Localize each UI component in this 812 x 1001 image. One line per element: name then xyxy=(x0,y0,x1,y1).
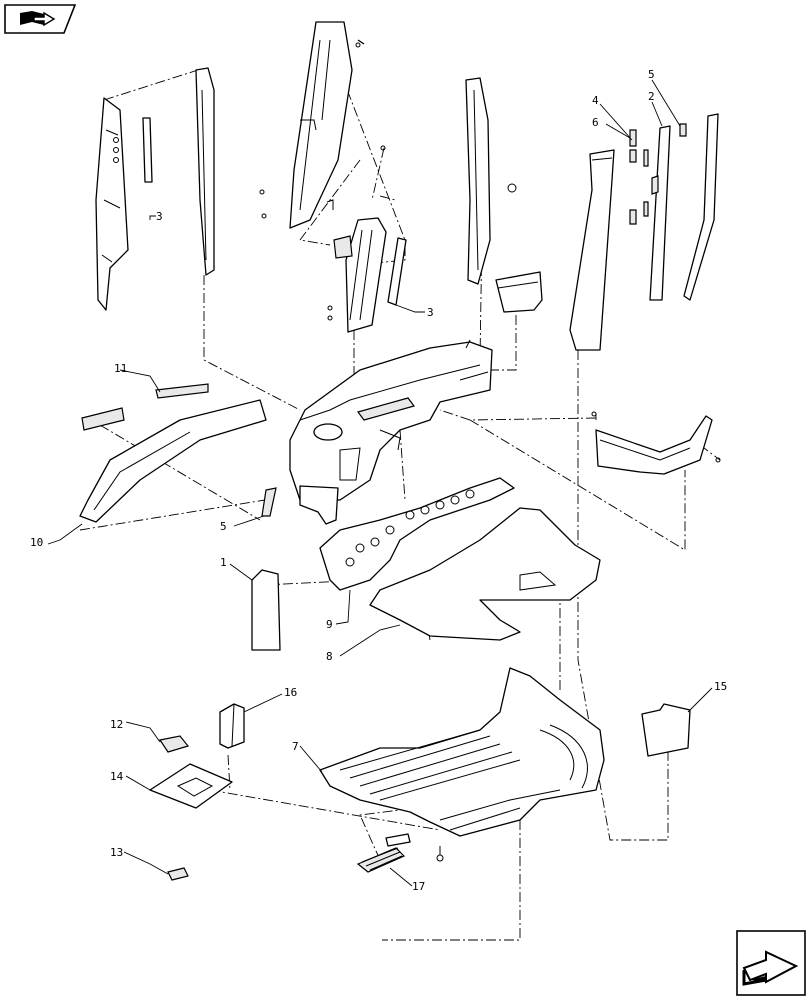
callout-11: 11 xyxy=(114,362,127,375)
right-rear-pillar-trim xyxy=(569,149,615,351)
left-b-pillar-trim xyxy=(195,67,215,276)
callout-5-left: 5 xyxy=(220,520,227,533)
right-kick-panel xyxy=(591,411,721,475)
callout-5-top: 5 xyxy=(648,68,655,81)
callout-1: 1 xyxy=(220,556,227,569)
callout-13: 13 xyxy=(110,846,123,859)
console-pillar-bracket xyxy=(326,199,387,333)
book-arrow-icon[interactable] xyxy=(4,4,77,34)
floor-tray xyxy=(319,667,605,837)
callout-10: 10 xyxy=(30,536,43,549)
callout-7: 7 xyxy=(292,740,299,753)
storage-cup xyxy=(495,271,543,313)
floor-mat xyxy=(369,507,601,641)
alignment-lines xyxy=(79,39,721,941)
callout-3-left: 3 xyxy=(156,210,163,223)
dash-side-pad xyxy=(261,487,277,517)
part-7-fastener xyxy=(436,846,444,862)
callout-3-right: 3 xyxy=(427,306,434,319)
dashboard-console xyxy=(289,339,493,525)
small-fasteners-top xyxy=(259,145,517,321)
callout-17: 17 xyxy=(412,880,425,893)
left-seal-strip xyxy=(142,117,153,183)
right-seal-strip xyxy=(387,237,407,306)
next-arrow-icon[interactable] xyxy=(736,930,806,996)
part-13-clip xyxy=(167,867,189,881)
duct-pad-long xyxy=(155,383,209,399)
part-15-plate xyxy=(641,703,691,757)
heater-duct xyxy=(79,399,267,523)
center-pillar-trim xyxy=(289,21,365,229)
callout-16: 16 xyxy=(284,686,297,699)
duct-pad-small xyxy=(81,407,125,431)
part-16-block xyxy=(219,703,245,749)
left-insulation-pad xyxy=(251,569,281,651)
callout-9: 9 xyxy=(326,618,333,631)
part-12-clip xyxy=(159,735,190,753)
left-a-pillar-trim xyxy=(95,97,129,311)
callout-4: 4 xyxy=(592,94,599,107)
callout-15: 15 xyxy=(714,680,727,693)
callout-12: 12 xyxy=(110,718,123,731)
callout-8: 8 xyxy=(326,650,333,663)
right-side-panel xyxy=(649,125,671,301)
callout-labels: 3 3 5 2 4 6 11 5 10 1 9 8 16 15 12 7 14 … xyxy=(30,68,727,893)
right-small-pads xyxy=(629,123,687,225)
right-outer-pillar xyxy=(683,113,719,301)
leader-lines xyxy=(47,79,713,887)
part-17-vent xyxy=(356,833,411,873)
part-14-bracket xyxy=(149,763,233,809)
right-b-pillar-trim xyxy=(465,77,491,285)
callout-14: 14 xyxy=(110,770,124,783)
dash-liner-panel xyxy=(319,477,515,591)
callout-6: 6 xyxy=(592,116,599,129)
callout-2: 2 xyxy=(648,90,655,103)
